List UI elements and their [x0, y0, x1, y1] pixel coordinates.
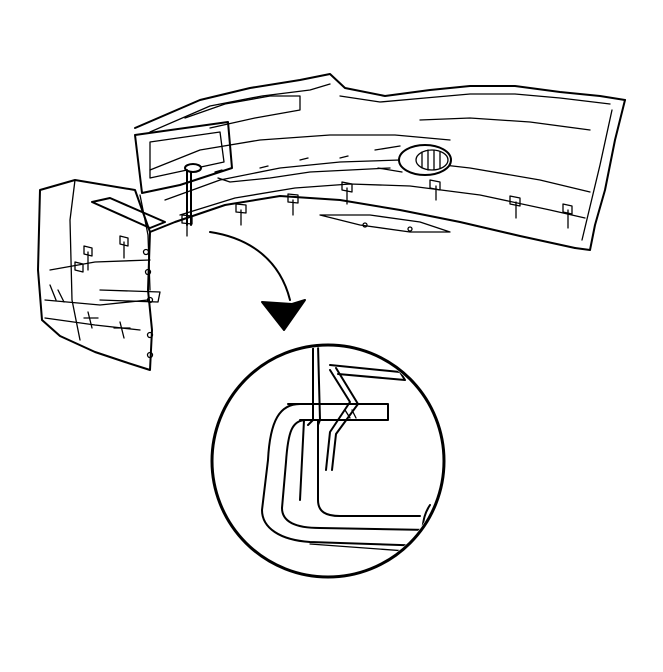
retainer-tab [49, 284, 65, 303]
push-pin-retainer [184, 163, 202, 226]
detail-view [261, 347, 431, 575]
retainer-tabs [49, 155, 573, 339]
curved-arrow-icon [209, 231, 306, 331]
bumper-fascia [134, 73, 626, 251]
retainer-tab [287, 193, 299, 216]
retainer-tab [83, 311, 99, 329]
retainer-tab [509, 195, 521, 219]
retainer-tab [113, 321, 131, 339]
retainer-tab [119, 235, 129, 259]
retainer-tab [429, 179, 441, 201]
detail-magnifier [210, 343, 446, 579]
bumper-end-cap [37, 179, 166, 371]
retainer-tab [341, 181, 353, 205]
retainer-tab [562, 203, 573, 229]
retainer-tab [83, 245, 93, 271]
retainer-tab [235, 203, 247, 226]
retainer-tab [74, 261, 84, 273]
